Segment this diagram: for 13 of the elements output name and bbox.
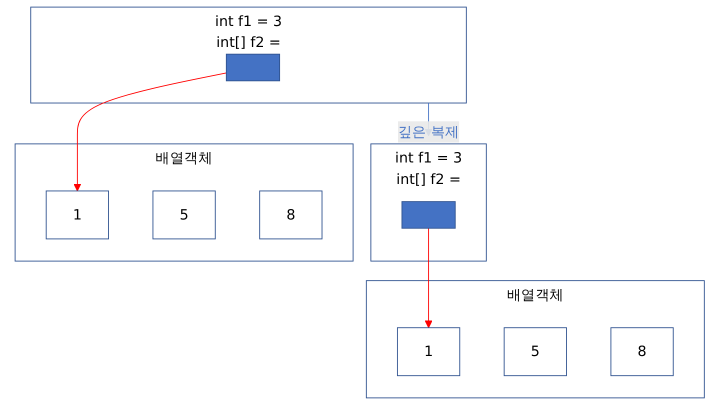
node-box: 8 xyxy=(260,190,323,240)
node-box: 8 xyxy=(610,327,674,376)
node-box: 5 xyxy=(152,190,216,240)
cluster: int f1 = 3 int[] f2 = xyxy=(30,6,468,104)
node-box xyxy=(402,201,456,229)
edge-label: 깊은 복제 xyxy=(398,123,460,140)
node-box: 5 xyxy=(504,327,568,376)
cluster: int f1 = 3 int[] f2 = xyxy=(370,143,488,262)
arrow xyxy=(424,228,433,328)
node-box: 1 xyxy=(397,327,460,376)
arrow xyxy=(74,72,228,192)
node-box xyxy=(226,54,280,82)
node-box: 1 xyxy=(46,190,110,240)
